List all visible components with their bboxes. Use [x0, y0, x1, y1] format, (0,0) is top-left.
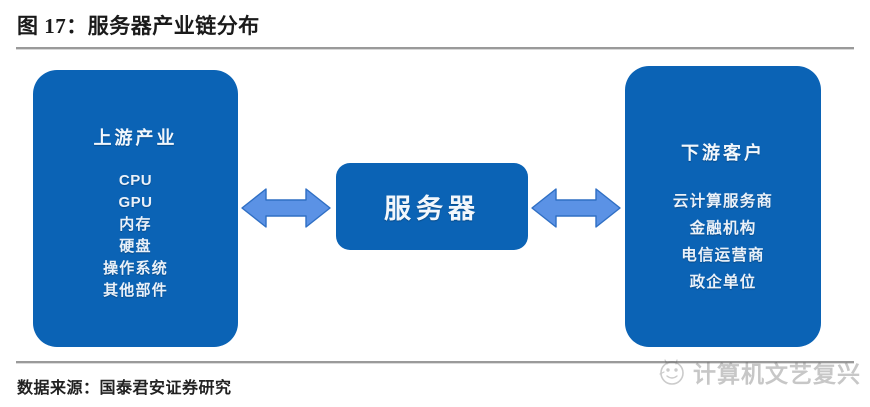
- upstream-item: CPU: [118, 172, 153, 189]
- source-note: 数据来源：国泰君安证券研究: [17, 380, 232, 397]
- footer-divider: [16, 361, 854, 364]
- downstream-item: 金融机构: [689, 220, 757, 237]
- downstream-item: 云计算服务商: [672, 193, 774, 210]
- downstream-node: 下游客户 云计算服务商 金融机构 电信运营商 政企单位: [625, 66, 821, 347]
- server-node: 服务器: [336, 163, 528, 250]
- downstream-item: 政企单位: [689, 274, 757, 291]
- upstream-to-server-arrow-icon: [240, 184, 332, 232]
- upstream-item: GPU: [118, 194, 153, 211]
- upstream-item: 硬盘: [119, 239, 152, 255]
- server-label: 服务器: [384, 194, 480, 224]
- upstream-item: 操作系统: [103, 261, 168, 277]
- downstream-item-list: 云计算服务商 金融机构 电信运营商 政企单位: [625, 188, 821, 296]
- downstream-heading: 下游客户: [681, 143, 765, 163]
- downstream-item: 电信运营商: [681, 247, 765, 264]
- upstream-item: 其他部件: [103, 283, 168, 299]
- upstream-item: 内存: [119, 217, 152, 233]
- server-to-downstream-arrow-icon: [530, 184, 622, 232]
- figure-title: 图 17：服务器产业链分布: [17, 14, 260, 38]
- upstream-node: 上游产业 CPU GPU 内存 硬盘 操作系统 其他部件: [33, 70, 238, 347]
- upstream-item-list: CPU GPU 内存 硬盘 操作系统 其他部件: [33, 170, 238, 302]
- title-divider: [16, 47, 854, 50]
- watermark: 计算机文艺复兴: [655, 352, 860, 392]
- upstream-heading: 上游产业: [93, 128, 178, 148]
- supply-chain-diagram: 上游产业 CPU GPU 内存 硬盘 操作系统 其他部件 服务器: [0, 52, 870, 357]
